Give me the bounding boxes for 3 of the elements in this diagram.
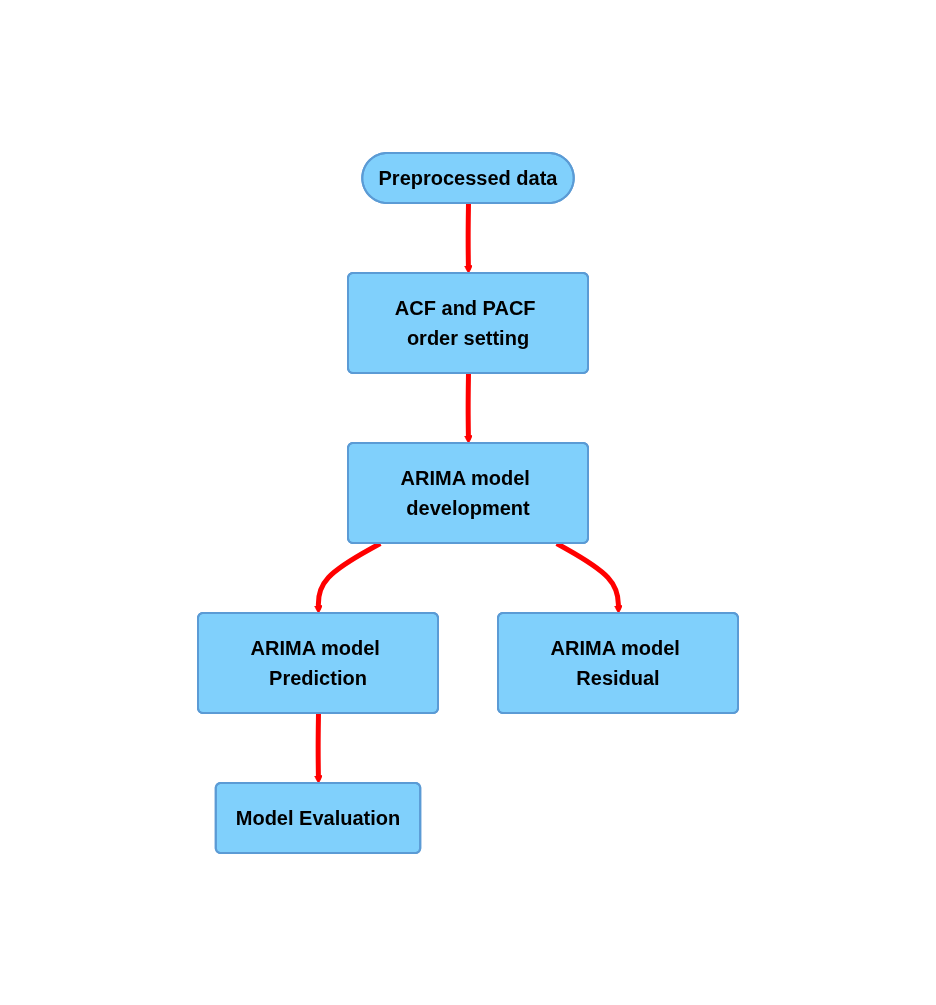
arrow [464,202,473,274]
arrow [314,712,323,784]
arrow [464,372,473,444]
